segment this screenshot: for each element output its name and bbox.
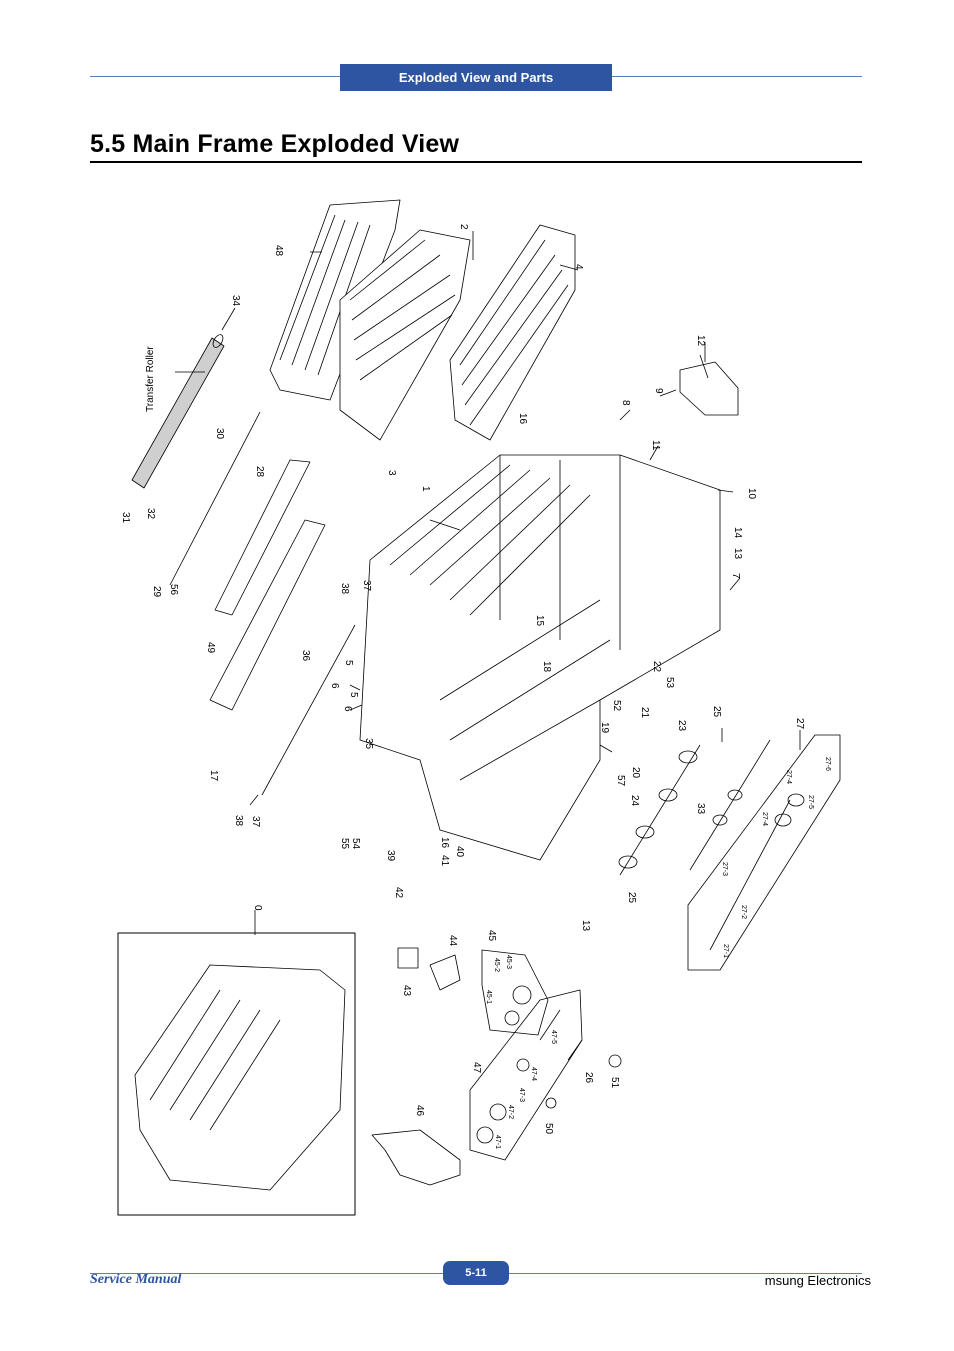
callout-3: 3 [386,470,397,476]
callout-48: 48 [273,245,284,257]
subcallout-27-2: 27-2 [740,905,747,919]
title-rule [90,161,862,163]
callout-50: 50 [543,1123,554,1135]
subcallout-27-5: 27-5 [807,795,814,809]
subcallout-47-5: 47-5 [550,1030,557,1044]
callout-20: 20 [630,767,641,779]
callout-10: 10 [746,488,757,500]
callout-28: 28 [254,466,265,478]
callout-46: 46 [414,1105,425,1117]
callout-51: 51 [609,1077,620,1089]
callout-39: 39 [385,850,396,862]
callout-25b: 25 [626,892,637,904]
subcallout-45-3: 45-3 [505,955,512,969]
callout-25a: 25 [711,706,722,718]
callout-12: 12 [695,335,706,347]
callout-41: 41 [439,855,450,867]
callout-15: 15 [534,615,545,627]
callout-45: 45 [486,930,497,942]
subcallout-47-2: 47-2 [507,1105,514,1119]
subcallout-47-4: 47-4 [530,1067,537,1081]
subcallout-27-4a: 27-4 [761,812,768,826]
callout-53: 53 [664,677,675,689]
subcallout-45-1: 45-1 [485,990,492,1004]
callout-37a: 37 [361,580,372,592]
callout-43: 43 [401,985,412,997]
callout-36: 36 [300,650,311,662]
subcallout-27-1: 27-1 [722,944,729,958]
callout-42: 42 [393,887,404,899]
footer-company: msung Electronics [764,1273,871,1288]
callout-54: 54 [350,838,361,850]
callout-29: 29 [151,586,162,598]
callout-7: 7 [730,573,741,579]
callout-44: 44 [447,935,458,947]
footer-service-manual: Service Manual [90,1272,182,1287]
callout-22: 22 [651,661,662,673]
subcallout-27-6: 27-6 [824,757,831,771]
section-tab: Exploded View and Parts [340,64,612,91]
callout-57: 57 [615,775,626,787]
callout-5a: 5 [343,660,354,666]
callout-6b: 6 [342,706,353,712]
callout-26: 26 [583,1072,594,1084]
subcallout-45-2: 45-2 [493,958,500,972]
callout-27: 27 [794,718,805,730]
callout-32: 32 [145,508,156,520]
callout-13a: 13 [732,548,743,560]
page-number-badge: 5-11 [443,1261,509,1285]
callout-18: 18 [541,661,552,673]
callout-33: 33 [695,803,706,815]
callout-19: 19 [599,722,610,734]
callout-47: 47 [471,1062,482,1074]
transfer-roller-label: Transfer Roller [145,346,156,412]
callout-31: 31 [120,512,131,524]
callout-37b: 37 [250,816,261,828]
callout-9: 9 [653,388,664,394]
callout-52: 52 [611,700,622,712]
subcallout-27-4b: 27-4 [785,770,792,784]
callout-35: 35 [363,738,374,750]
subcallout-47-1: 47-1 [494,1135,501,1149]
callout-8: 8 [620,400,631,406]
callout-2: 2 [458,224,469,230]
callout-23: 23 [676,720,687,732]
callout-30: 30 [214,428,225,440]
callout-14: 14 [732,527,743,539]
callout-24: 24 [629,795,640,807]
callout-11: 11 [650,440,661,451]
callout-17: 17 [208,770,219,782]
callout-21: 21 [639,707,650,719]
subcallout-27-3: 27-3 [721,862,728,876]
callout-1: 1 [420,486,431,492]
callout-55: 55 [339,838,350,850]
callout-4: 4 [573,264,584,270]
subcallout-47-3: 47-3 [518,1088,525,1102]
callout-16a: 16 [517,413,528,425]
callout-6a: 6 [329,683,340,689]
callout-5b: 5 [348,692,359,698]
callout-40: 40 [454,846,465,858]
callout-16b: 16 [439,837,450,849]
callout-0: 0 [252,905,263,911]
page-title: 5.5 Main Frame Exploded View [90,130,460,158]
callout-56: 56 [168,584,179,596]
callout-38b: 38 [233,815,244,827]
callout-13b: 13 [580,920,591,932]
callout-38a: 38 [339,583,350,595]
callout-49: 49 [205,642,216,654]
callout-34: 34 [230,295,241,307]
